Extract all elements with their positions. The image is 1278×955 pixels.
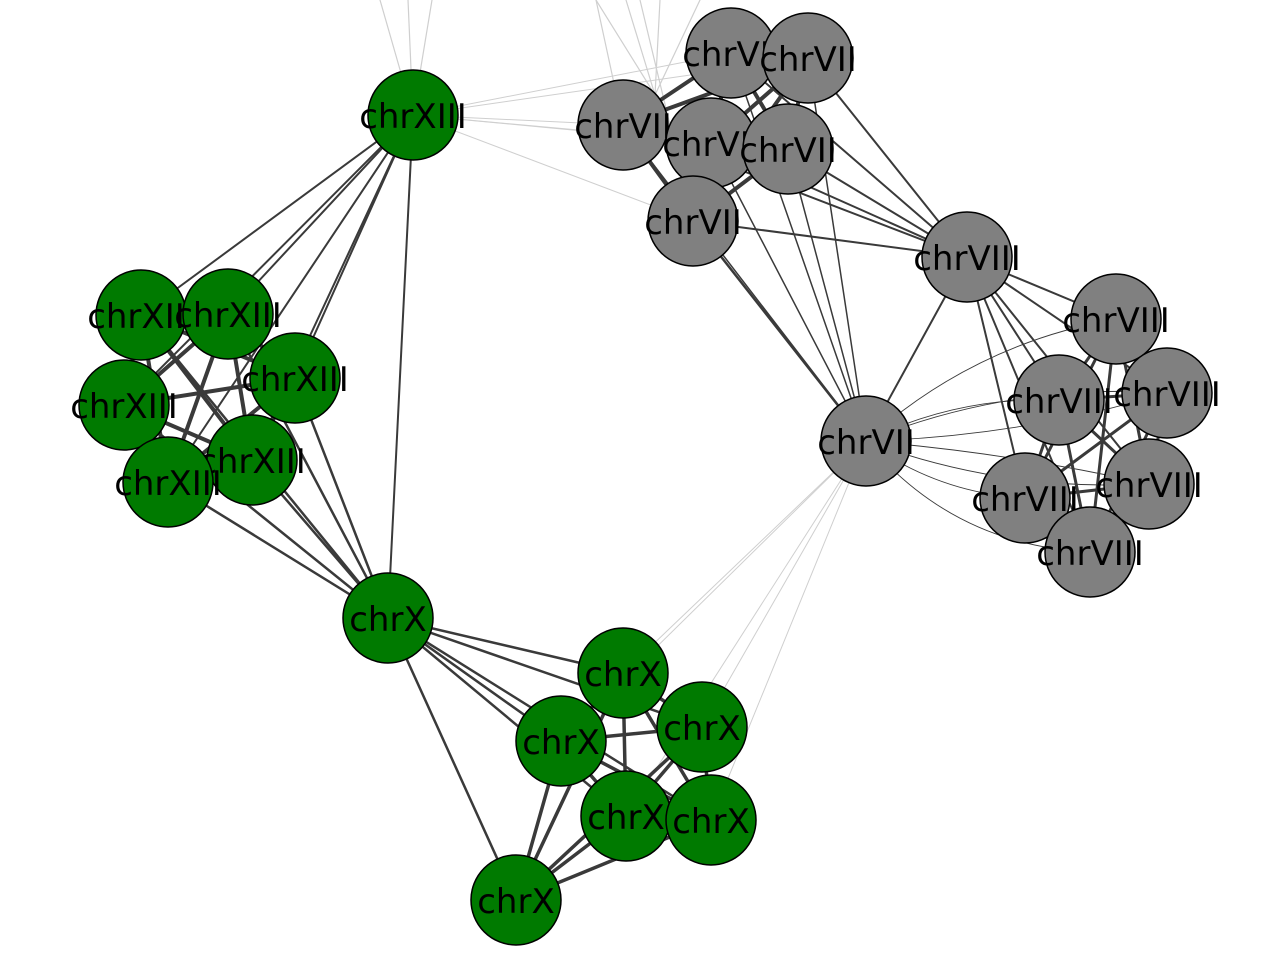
graph-node-chrvii: chrVII xyxy=(759,12,857,104)
node-label: chrXIII xyxy=(359,97,467,137)
graph-edge xyxy=(386,616,518,902)
node-circle xyxy=(665,774,757,866)
node-label: chrVII xyxy=(759,40,857,80)
node-circle xyxy=(1070,273,1162,365)
node-circle xyxy=(762,12,854,104)
graph-node-chrvii: chrVII xyxy=(644,175,742,267)
node-circle xyxy=(1121,347,1213,439)
node-label: chrX xyxy=(663,709,741,749)
node-circle xyxy=(820,395,912,487)
node-circle xyxy=(122,436,214,528)
graph-node-chrxiii: chrXIII xyxy=(70,359,178,451)
node-circle xyxy=(1103,438,1195,530)
graph-edge xyxy=(730,52,867,442)
graph-edge xyxy=(701,440,867,728)
node-label: chrVIII xyxy=(1095,466,1203,506)
node-label: chrVIII xyxy=(1113,375,1221,415)
graph-node-chrviii: chrVIII xyxy=(1062,273,1170,365)
graph-edge-offscreen xyxy=(654,0,661,96)
node-label: chrXIII xyxy=(70,387,178,427)
node-circle xyxy=(367,69,459,161)
graph-edge xyxy=(412,114,694,222)
graph-node-chrxiii: chrXIII xyxy=(359,69,467,161)
graph-node-chrvii: chrVII xyxy=(739,103,837,195)
node-circle xyxy=(515,695,607,787)
node-label: chrXIII xyxy=(114,464,222,504)
node-label: chrVIII xyxy=(971,480,1079,520)
graph-node-chrviii: chrVIII xyxy=(1095,438,1203,530)
node-label: chrXIII xyxy=(241,360,349,400)
graph-node-chrx: chrX xyxy=(580,770,672,862)
node-circle xyxy=(470,854,562,946)
node-label: chrXIII xyxy=(87,297,195,337)
graph-node-chrviii: chrVIII xyxy=(913,211,1021,303)
node-circle xyxy=(1044,506,1136,598)
node-label: chrVIII xyxy=(1062,301,1170,341)
node-label: chrX xyxy=(584,655,662,695)
node-circle xyxy=(577,627,669,719)
graph-node-chrvii: chrVII xyxy=(817,395,915,487)
graph-edge-offscreen xyxy=(595,0,656,96)
nodes-layer: chrXIIIchrXIIIchrXIIIchrXIIIchrXIIIchrXI… xyxy=(70,7,1221,946)
graph-node-chrxiii: chrXIII xyxy=(174,268,282,360)
node-circle xyxy=(921,211,1013,303)
graph-node-chrx: chrX xyxy=(577,627,669,719)
node-circle xyxy=(577,79,669,171)
graph-edge xyxy=(412,52,732,116)
graph-node-chrx: chrX xyxy=(656,681,748,773)
node-circle xyxy=(1013,354,1105,446)
node-label: chrXIII xyxy=(174,296,282,336)
graph-node-chrxiii: chrXIII xyxy=(114,436,222,528)
graph-edge xyxy=(787,148,867,442)
graph-edge xyxy=(691,219,868,443)
graph-edge xyxy=(167,114,414,483)
node-label: chrX xyxy=(587,798,665,838)
graph-node-chrx: chrX xyxy=(342,572,434,664)
node-circle xyxy=(182,268,274,360)
graph-edge-offscreen xyxy=(625,0,656,96)
graph-edge xyxy=(710,440,867,821)
node-label: chrXIII xyxy=(198,442,306,482)
graph-edge xyxy=(692,220,968,258)
node-label: chrVIII xyxy=(1005,382,1113,422)
node-label: chrVII xyxy=(739,131,837,171)
node-circle xyxy=(656,681,748,773)
graph-edge xyxy=(387,114,414,619)
graph-edge xyxy=(710,142,867,442)
graph-edge xyxy=(730,52,968,258)
node-label: chrX xyxy=(672,802,750,842)
node-circle xyxy=(647,175,739,267)
node-circle xyxy=(342,572,434,664)
graph-node-chrviii: chrVIII xyxy=(971,452,1079,544)
node-circle xyxy=(742,103,834,195)
node-label: chrVIII xyxy=(913,239,1021,279)
node-label: chrX xyxy=(522,723,600,763)
graph-edge xyxy=(386,616,628,818)
node-label: chrVII xyxy=(644,203,742,243)
graph-edge xyxy=(622,440,867,674)
graph-node-chrx: chrX xyxy=(665,774,757,866)
graph-node-chrxiii: chrXIII xyxy=(241,332,349,424)
graph-node-chrviii: chrVIII xyxy=(1005,354,1113,446)
graph-node-chrxiii: chrXIII xyxy=(198,414,306,506)
node-label: chrVII xyxy=(574,107,672,147)
graph-node-chrviii: chrVIII xyxy=(1036,506,1144,598)
node-label: chrX xyxy=(349,600,427,640)
graph-node-chrviii: chrVIII xyxy=(1113,347,1221,439)
node-label: chrX xyxy=(477,882,555,922)
graph-edge xyxy=(140,114,414,316)
node-circle xyxy=(78,359,170,451)
node-label: chrVIII xyxy=(1036,534,1144,574)
graph-node-chrx: chrX xyxy=(470,854,562,946)
node-circle xyxy=(979,452,1071,544)
node-circle xyxy=(249,332,341,424)
graph-node-chrx: chrX xyxy=(515,695,607,787)
node-label: chrVII xyxy=(817,423,915,463)
graph-node-chrvii: chrVII xyxy=(574,79,672,171)
graph-node-chrxiii: chrXIII xyxy=(87,269,195,361)
